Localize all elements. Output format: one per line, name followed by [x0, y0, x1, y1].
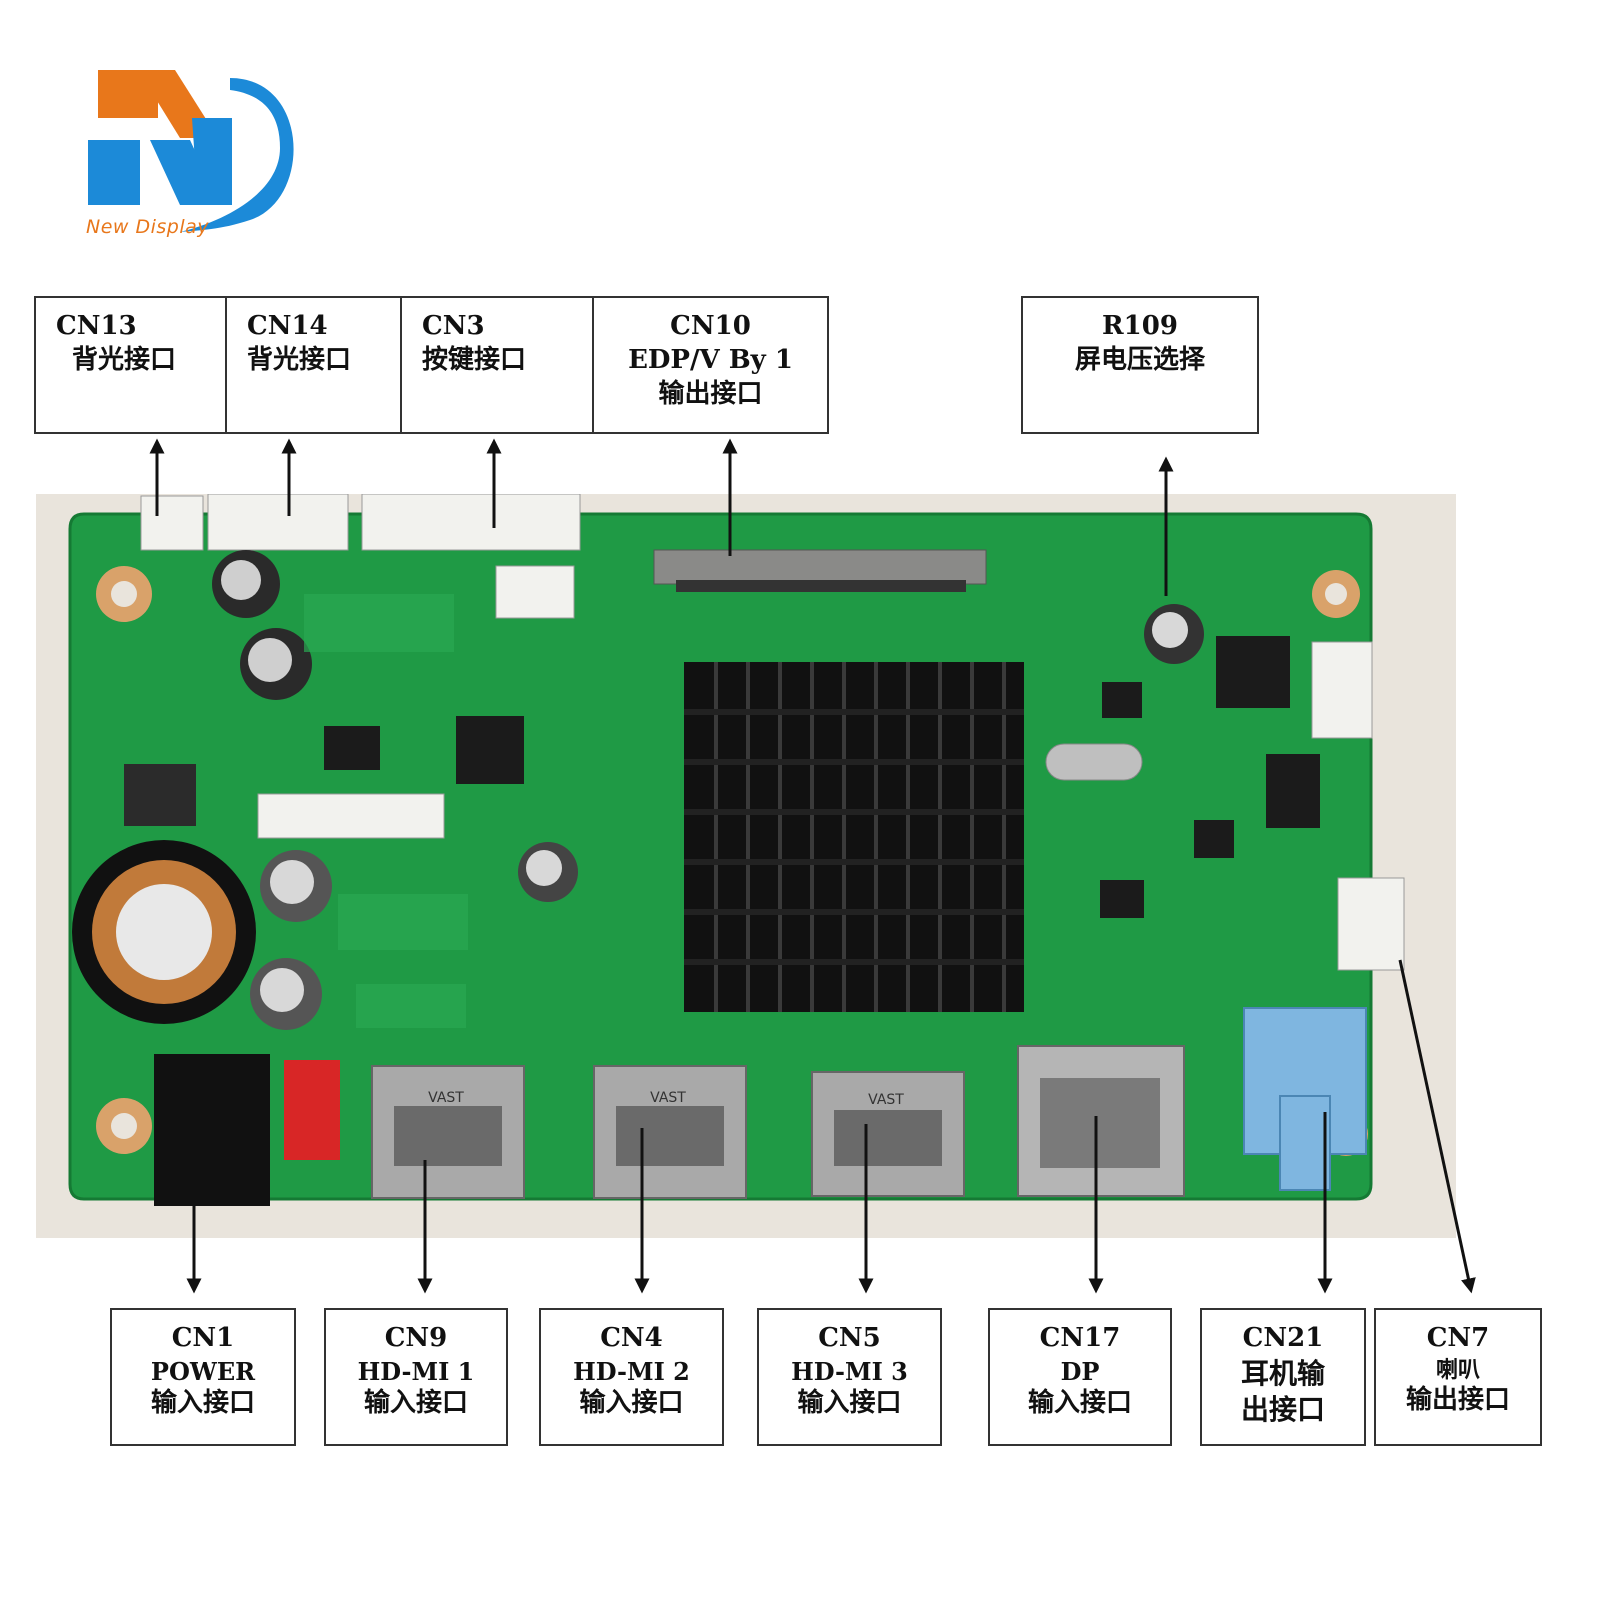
inductor: [1216, 636, 1290, 708]
label-desc: EDP/V By 1: [628, 344, 793, 375]
label-box-cn4: CN4 HD-MI 2 输入接口: [539, 1308, 724, 1446]
label-box-cn17: CN17 DP 输入接口: [988, 1308, 1172, 1446]
ic-chip: [1266, 754, 1320, 828]
label-desc: 输出接口: [1405, 1385, 1510, 1416]
label-box-cn5: CN5 HD-MI 3 输入接口: [757, 1308, 942, 1446]
label-desc: 输入接口: [150, 1387, 255, 1418]
label-desc: 输入接口: [1027, 1387, 1132, 1418]
connector-cn14: [207, 494, 349, 551]
connector-small: [495, 565, 575, 619]
label-desc: 输入接口: [363, 1387, 468, 1418]
label-desc: 背光接口: [72, 344, 177, 375]
hdmi-port-cn4: VAST: [593, 1065, 747, 1199]
logo-brand-text: New Display: [86, 216, 210, 238]
hdmi-mark: VAST: [868, 1092, 904, 1108]
label-code: CN17: [1039, 1323, 1121, 1353]
label-code: CN7: [1426, 1323, 1490, 1353]
hdmi-port-cn5: VAST: [811, 1071, 965, 1197]
connector-right-upper: [1311, 641, 1373, 739]
label-box-cn1: CN1 POWER 输入接口: [110, 1308, 296, 1446]
label-box-cn3: CN3 按键接口: [400, 296, 594, 434]
label-desc: 输出接口: [658, 378, 763, 409]
label-desc: 按键接口: [422, 344, 527, 375]
label-code: CN4: [600, 1323, 663, 1353]
label-desc: 输入接口: [797, 1387, 902, 1418]
label-desc: 耳机输: [1240, 1356, 1325, 1390]
label-code: CN13: [56, 311, 137, 341]
label-code: CN3: [422, 311, 485, 341]
label-code: R109: [1102, 311, 1178, 341]
label-box-cn13: CN13 背光接口: [34, 296, 227, 434]
label-box-r109: R109 屏电压选择: [1021, 296, 1259, 434]
connector-cn7: [1337, 877, 1405, 971]
label-code: CN9: [384, 1323, 448, 1353]
capacitors: [212, 550, 1204, 1030]
label-box-cn7: CN7 喇叭 输出接口: [1374, 1308, 1542, 1446]
heatsink: [684, 662, 1024, 1012]
circuit-board-image: VAST VAST VAST: [36, 494, 1456, 1238]
label-desc: HD-MI 3: [791, 1356, 908, 1386]
label-desc: 喇叭: [1435, 1356, 1480, 1383]
label-code: CN10: [670, 311, 751, 341]
label-desc: DP: [1060, 1356, 1100, 1386]
hdmi-mark: VAST: [650, 1090, 686, 1106]
label-desc: 输入接口: [579, 1387, 684, 1418]
label-code: CN21: [1242, 1323, 1324, 1353]
connector-cn13: [140, 495, 204, 551]
power-jack-cn1: [154, 1054, 270, 1206]
label-box-cn10: CN10 EDP/V By 1 输出接口: [592, 296, 829, 434]
label-box-cn9: CN9 HD-MI 1 输入接口: [324, 1308, 508, 1446]
label-desc: 屏电压选择: [1074, 344, 1205, 375]
new-display-logo: [88, 70, 294, 232]
connector-cn3: [361, 494, 581, 551]
connector-cn10: [653, 549, 987, 585]
label-desc: HD-MI 2: [573, 1356, 690, 1386]
hdmi-port-cn9: VAST: [371, 1065, 525, 1199]
inductor: [456, 716, 524, 784]
label-desc: 背光接口: [247, 344, 352, 375]
label-box-cn14: CN14 背光接口: [225, 296, 402, 434]
crystal: [1045, 743, 1143, 781]
label-desc: POWER: [150, 1356, 256, 1386]
label-code: CN5: [818, 1323, 881, 1353]
label-desc: 出接口: [1240, 1393, 1325, 1427]
red-connector: [284, 1060, 340, 1160]
connector-mid-left: [257, 793, 445, 839]
label-box-cn21: CN21 耳机输 出接口: [1200, 1308, 1366, 1446]
hdmi-mark: VAST: [428, 1090, 464, 1106]
label-code: CN1: [171, 1323, 235, 1353]
label-desc: HD-MI 1: [357, 1356, 475, 1386]
label-code: CN14: [247, 311, 328, 341]
